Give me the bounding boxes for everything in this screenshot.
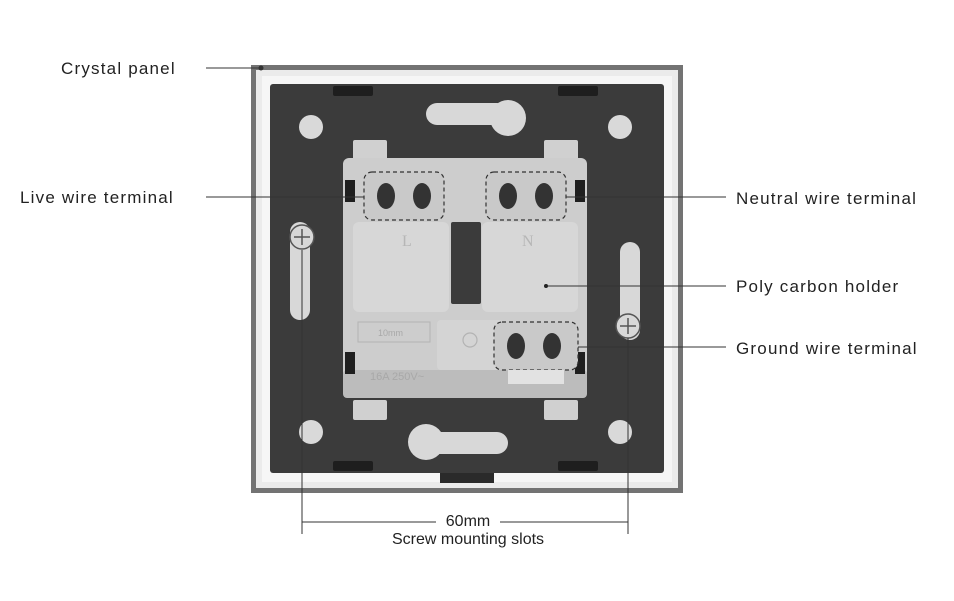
label-ground-wire: Ground wire terminal — [736, 339, 918, 358]
mark-strip-length: 10mm — [378, 328, 403, 338]
corner-hole-top-left — [299, 115, 323, 139]
clip-bottom-right — [558, 461, 598, 471]
center-slot — [451, 222, 481, 304]
bottom-slot — [426, 432, 508, 454]
bottom-tab — [440, 473, 494, 483]
module-clip-left-bottom — [345, 352, 355, 374]
ground-screw-2 — [543, 333, 561, 359]
ground-clamp — [508, 370, 564, 384]
holder-dot — [544, 284, 548, 288]
module-tab-top-right — [544, 140, 578, 160]
ground-terminal-box — [493, 321, 579, 371]
neutral-screw-1 — [499, 183, 517, 209]
mark-rating: 16A 250V~ — [370, 371, 424, 383]
corner-hole-top-right — [608, 115, 632, 139]
clip-top-right — [558, 86, 598, 96]
module-clip-right-bottom — [575, 352, 585, 374]
label-neutral-wire: Neutral wire terminal — [736, 189, 918, 208]
label-crystal-panel: Crystal panel — [61, 59, 176, 78]
live-screw-1 — [377, 183, 395, 209]
live-screw-2 — [413, 183, 431, 209]
mark-neutral: N — [522, 233, 534, 250]
label-poly-carbon: Poly carbon holder — [736, 277, 900, 296]
power-symbol-icon — [462, 332, 478, 348]
module-clip-right-top — [575, 180, 585, 202]
dimension-value: 60mm — [445, 513, 491, 530]
clip-bottom-left — [333, 461, 373, 471]
clip-top-left — [333, 86, 373, 96]
module-clip-left-top — [345, 180, 355, 202]
module-face-left — [353, 222, 449, 312]
module-face-right — [482, 222, 578, 312]
dimension-caption: Screw mounting slots — [391, 531, 545, 548]
module-tab-bottom-left — [353, 400, 387, 420]
live-terminal-box — [363, 171, 445, 221]
bottom-slot-bulge — [408, 424, 444, 460]
corner-hole-bottom-right — [608, 420, 632, 444]
ground-screw-1 — [507, 333, 525, 359]
module-tab-top-left — [353, 140, 387, 160]
mark-live: L — [402, 233, 412, 250]
module-lower-face — [437, 320, 503, 370]
corner-hole-bottom-left — [299, 420, 323, 444]
top-slot — [426, 103, 508, 125]
top-slot-bulge — [490, 100, 526, 136]
strip-length-box — [357, 321, 431, 343]
neutral-screw-2 — [535, 183, 553, 209]
module-tab-bottom-right — [544, 400, 578, 420]
leader-crystal-panel-dot — [258, 65, 264, 71]
neutral-terminal-box — [485, 171, 567, 221]
label-live-wire: Live wire terminal — [20, 188, 174, 207]
